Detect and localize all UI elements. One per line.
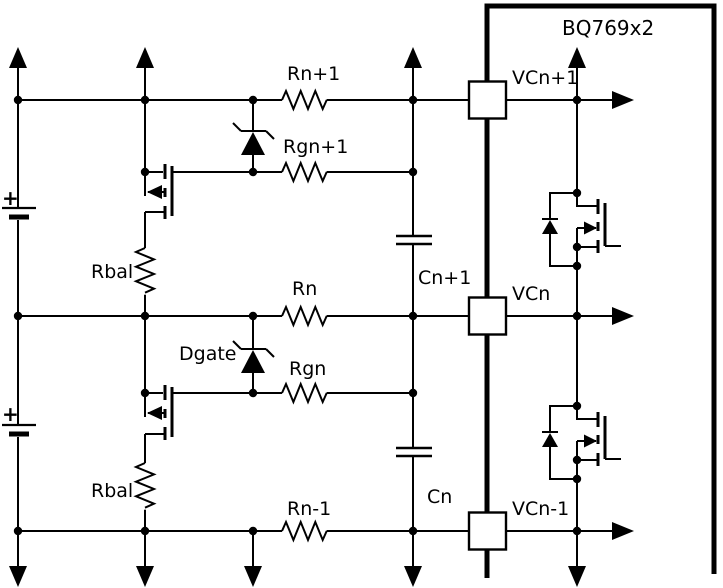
resistor-rgn: Rgn [281, 358, 413, 405]
pin-vcn-plus-1: VCn+1 [467, 67, 634, 120]
filter-cap-cn: Cn [396, 446, 452, 508]
chip-title: BQ769x2 [562, 16, 654, 40]
rn-label: Rn [292, 278, 317, 300]
body-diode-icon [542, 433, 558, 447]
arrow-up-icon [136, 47, 154, 68]
arrow-up-icon [404, 47, 422, 68]
resistor-rgn-plus-1: Rgn+1 [281, 136, 413, 184]
arrow-down-icon [136, 566, 154, 587]
pin-vcn: VCn [467, 283, 634, 336]
rn-plus-1-label: Rn+1 [287, 63, 340, 85]
diode-triangle-icon [241, 132, 265, 155]
battery-plus-label: + [2, 186, 19, 210]
net-arrow-right-icon [612, 307, 634, 325]
rbal-bottom-label: Rbal [91, 480, 133, 502]
body-diode-icon [542, 220, 558, 234]
arrow-down-icon [568, 566, 586, 587]
resistor-rn-plus-1: Rn+1 [281, 63, 340, 112]
rbal-resistor-bottom: Rbal [91, 462, 157, 509]
vcn-label: VCn [512, 283, 550, 305]
zener-diode-dgate: Dgate [179, 316, 275, 393]
left-battery-bus [9, 47, 27, 587]
pin-terminal-box [467, 296, 508, 336]
cn-label: Cn [427, 486, 452, 508]
fet-body-arrow-icon [147, 185, 162, 199]
dgate-label: Dgate [179, 343, 236, 365]
battery-cell-bottom: + [2, 402, 36, 437]
vcn-minus-1-label: VCn-1 [512, 498, 569, 520]
capacitor-bus [404, 47, 422, 587]
arrow-down-icon [244, 566, 262, 587]
balance-bus [136, 47, 154, 587]
arrow-up-icon [568, 47, 586, 68]
rn-minus-1-label: Rn-1 [287, 498, 331, 520]
chip-internal-bus [568, 47, 586, 587]
balance-fet-top [144, 164, 282, 248]
arrow-down-icon [9, 566, 27, 587]
battery-plus-label: + [2, 402, 19, 426]
filter-cap-cn-plus-1: Cn+1 [396, 234, 471, 289]
zener-diode-top [232, 100, 275, 172]
pin-vcn-minus-1: VCn-1 [467, 498, 634, 551]
rgn-label: Rgn [289, 358, 326, 380]
resistor-rn: Rn [281, 278, 328, 328]
rbal-resistor-top: Rbal [91, 247, 157, 316]
junction-dots [13, 95, 582, 536]
internal-fet-bottom [542, 405, 621, 480]
diode-triangle-icon [241, 350, 265, 373]
vcn-plus-1-label: VCn+1 [512, 67, 578, 89]
arrow-up-icon [9, 47, 27, 68]
fet-body-arrow-icon [584, 221, 597, 235]
rbal-top-label: Rbal [91, 261, 133, 283]
resistor-rn-minus-1: Rn-1 [281, 498, 331, 543]
rgn-plus-1-label: Rgn+1 [283, 136, 348, 158]
cn-plus-1-label: Cn+1 [418, 267, 471, 289]
net-arrow-right-icon [612, 522, 634, 540]
fet-body-arrow-icon [147, 406, 162, 420]
fet-body-arrow-icon [584, 434, 597, 448]
pin-terminal-box [467, 80, 508, 120]
internal-fet-top [542, 192, 621, 267]
net-arrow-right-icon [612, 91, 634, 109]
battery-cell-top: + [2, 186, 36, 220]
balance-fet-bottom [144, 385, 282, 463]
arrow-down-icon [404, 566, 422, 587]
pin-terminal-box [467, 511, 508, 551]
